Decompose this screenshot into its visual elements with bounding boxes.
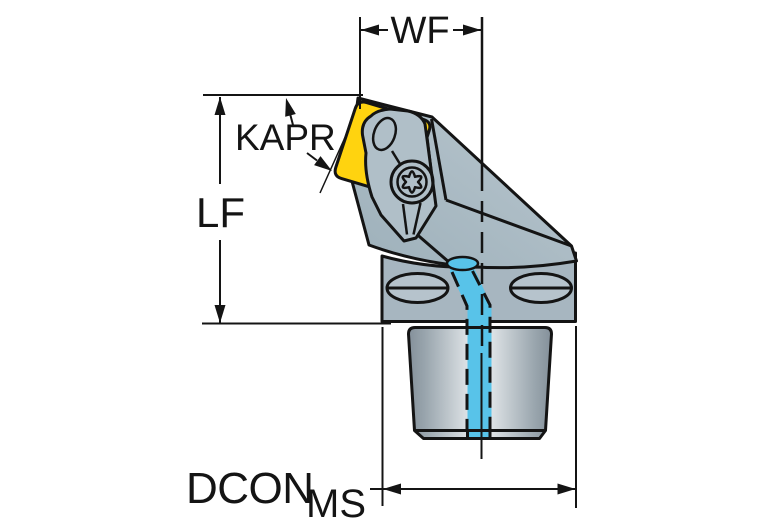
dim-wf-label: WF — [390, 10, 449, 52]
coolant-inlet — [445, 255, 480, 272]
dim-lf-label: LF — [196, 189, 245, 236]
clamp-screw-right — [509, 272, 573, 304]
dim-dcon-label: DCON — [186, 464, 314, 513]
dimension-lf: LF — [196, 94, 391, 325]
center-line — [480, 17, 484, 459]
head-chin-line — [412, 229, 451, 265]
shank-outline — [407, 326, 553, 440]
channel-hidden-line-right — [471, 270, 492, 429]
dimension-kapr: KAPR — [235, 98, 348, 194]
insert-pocket-edge — [430, 118, 448, 201]
dim-dcon-subscript: MS — [306, 482, 366, 523]
channel-hidden-line-left — [450, 271, 469, 429]
dimension-dcon: DCON MS — [186, 326, 577, 526]
head-ridge-line — [445, 198, 573, 248]
dimension-wf: WF — [359, 10, 481, 109]
torx-screw-icon — [389, 159, 435, 205]
cutting-edge-extension-line — [319, 132, 348, 194]
clamp-screw-left — [385, 272, 450, 304]
dim-kapr-label: KAPR — [235, 117, 336, 158]
clamp-nose — [371, 116, 398, 152]
